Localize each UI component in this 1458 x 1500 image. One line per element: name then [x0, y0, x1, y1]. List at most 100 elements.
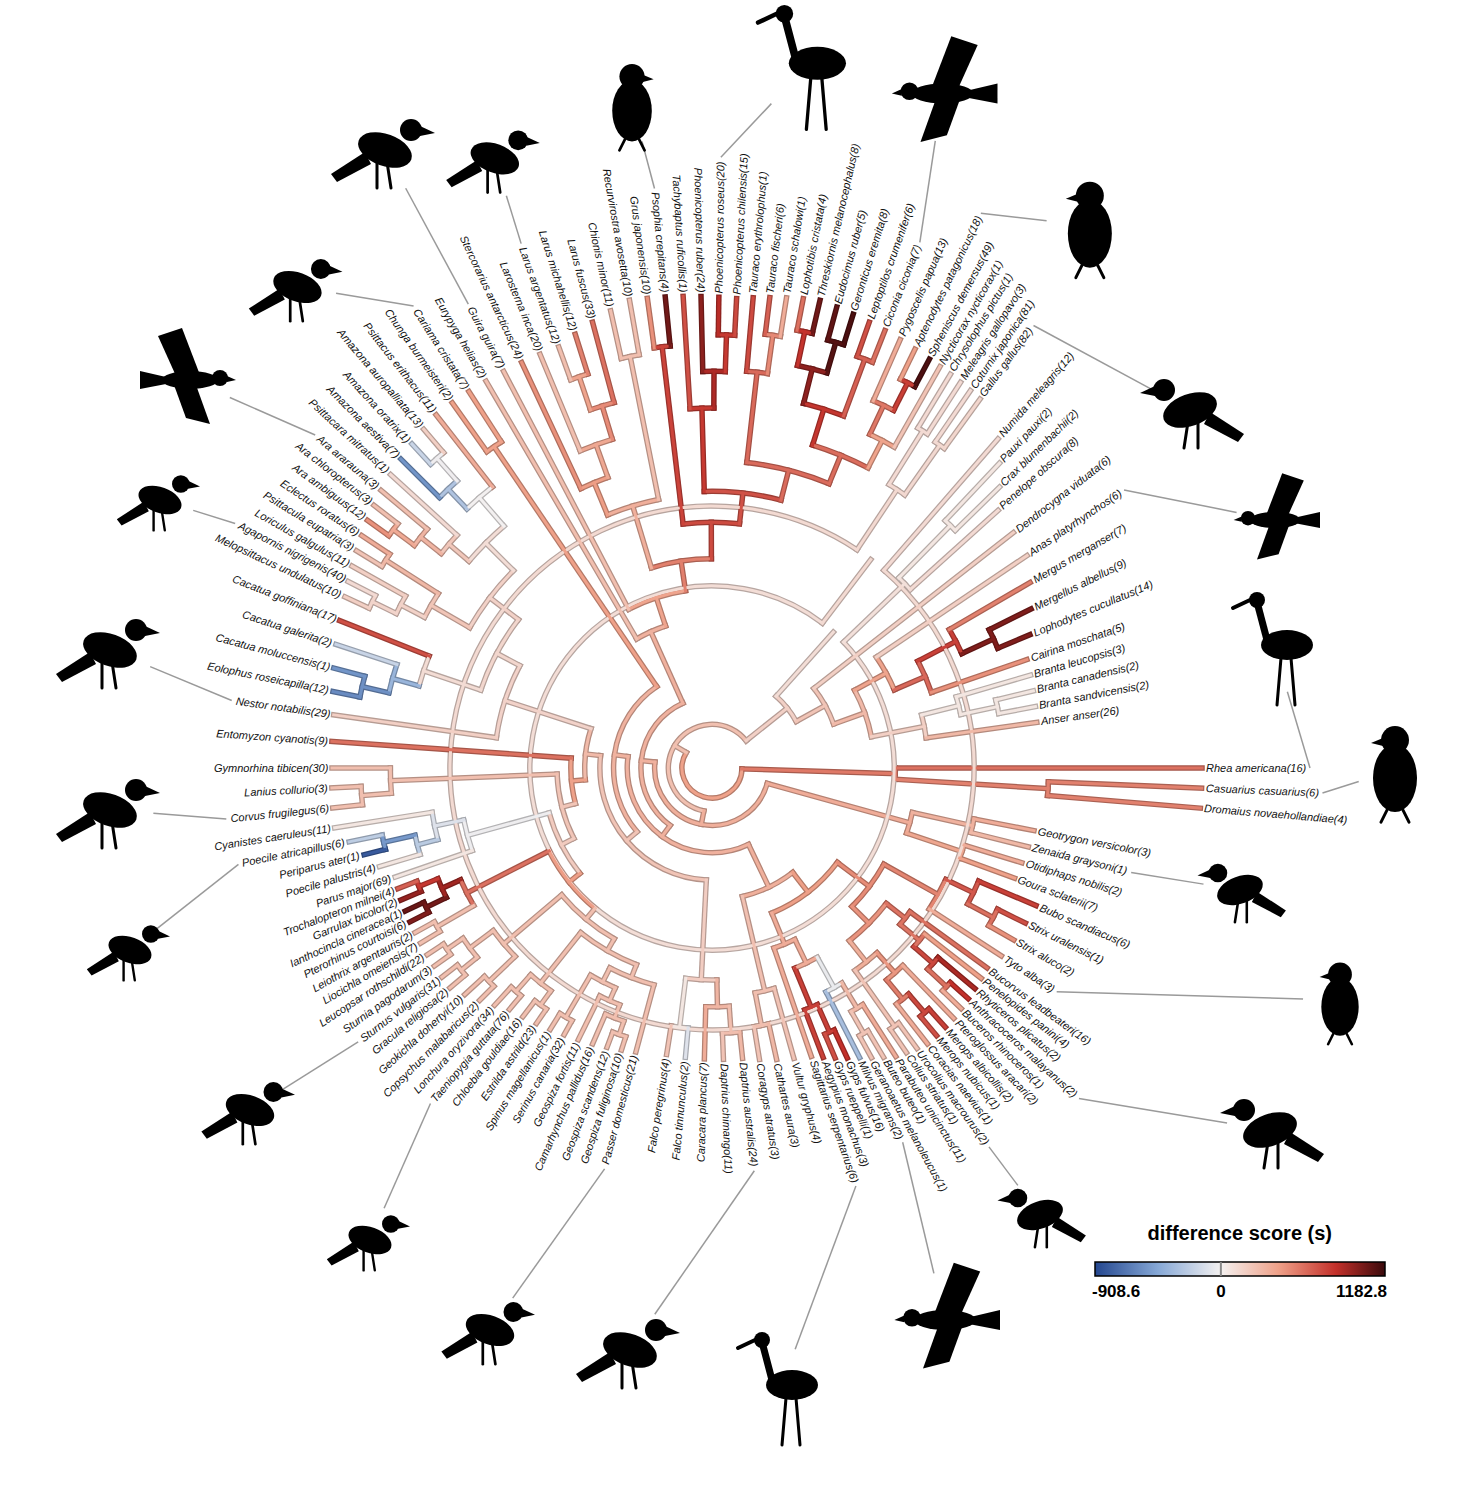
- tree-branch: [464, 820, 472, 851]
- tree-branch: [834, 713, 865, 724]
- branch-outline: [776, 632, 833, 696]
- branch-outline: [849, 904, 886, 941]
- branch-outline: [442, 965, 457, 977]
- branch-outline: [675, 745, 687, 752]
- tree-branch: [497, 653, 520, 665]
- branch-outline: [944, 399, 980, 448]
- branch-outline: [437, 458, 457, 481]
- tree-branch: [415, 835, 420, 854]
- artwork-part: [125, 619, 147, 641]
- branch-outline: [812, 300, 820, 333]
- branch-outline: [550, 1014, 560, 1030]
- branch-outline: [332, 765, 390, 771]
- branch-outline: [627, 832, 637, 841]
- artwork-part: [212, 370, 228, 386]
- tree-branch: [776, 632, 833, 696]
- branch-outline: [754, 1027, 759, 1060]
- artwork-part: [158, 931, 170, 939]
- artwork-part: [1297, 512, 1320, 528]
- colorbar-zero-tick: [1220, 1262, 1222, 1276]
- artwork-part: [264, 1082, 284, 1102]
- tree-branch: [855, 953, 877, 970]
- tree-branch: [569, 873, 580, 882]
- tree-branch: [360, 676, 365, 697]
- tree-branch: [481, 620, 519, 690]
- leader-line: [1131, 873, 1203, 885]
- artwork-part: [481, 1339, 484, 1364]
- branch-outline: [349, 835, 382, 842]
- tree-branch: [470, 931, 493, 948]
- branch-outline: [928, 969, 947, 986]
- bird-silhouette: [1140, 379, 1244, 448]
- artwork-part: [1291, 658, 1295, 705]
- branch-outline: [857, 322, 869, 356]
- tree-branch: [465, 976, 485, 994]
- branch-outline: [767, 335, 772, 373]
- branch-outline: [711, 371, 717, 408]
- branch-outline: [813, 409, 824, 445]
- artwork-part: [1381, 810, 1387, 822]
- branch-outline: [334, 715, 497, 738]
- branch-outline: [685, 1028, 688, 1057]
- tree-branch: [725, 335, 726, 372]
- tree-branch: [682, 753, 742, 798]
- tree-branch: [496, 666, 519, 738]
- artwork-part: [1373, 744, 1417, 812]
- artwork-part: [331, 152, 371, 182]
- tree-branch: [837, 862, 869, 886]
- tree-branch: [401, 891, 421, 900]
- tree-branch: [467, 487, 492, 509]
- tree-branch: [432, 812, 438, 839]
- artwork-part: [1403, 810, 1409, 822]
- tree-branch: [683, 522, 739, 524]
- tree-branch: [962, 639, 994, 654]
- tree-branch: [804, 369, 813, 404]
- artwork-part: [188, 481, 200, 489]
- branch-outline: [886, 904, 905, 919]
- branch-outline: [571, 780, 585, 781]
- tree-branch: [769, 1024, 777, 1060]
- tree-branch: [685, 1028, 688, 1057]
- branch-outline: [374, 505, 398, 523]
- branch-outline: [884, 864, 938, 894]
- tree-branch: [804, 403, 844, 415]
- tree-branch: [747, 298, 753, 371]
- bird-silhouette: [1066, 182, 1112, 278]
- tree-branch: [372, 602, 396, 614]
- tree-branch: [586, 908, 595, 919]
- tree-branch: [382, 835, 385, 849]
- tree-branch: [441, 535, 457, 553]
- tree-branch: [683, 296, 690, 408]
- artwork-part: [492, 1341, 496, 1364]
- tree-branch: [494, 447, 657, 687]
- branch-outline: [480, 986, 494, 1000]
- branch-outline: [332, 786, 361, 788]
- artwork-part: [486, 167, 489, 192]
- branch-outline: [729, 1006, 731, 1032]
- tree-branch: [946, 880, 974, 893]
- artwork-part: [632, 1362, 636, 1388]
- bird-silhouette: [894, 1263, 1000, 1369]
- branch-outline: [610, 968, 654, 985]
- tree-branch: [505, 701, 591, 729]
- artwork-part: [1220, 1106, 1235, 1116]
- branch-outline: [467, 851, 549, 893]
- branch-outline: [989, 926, 1014, 940]
- tree-branch: [425, 594, 439, 618]
- artwork-part: [201, 1112, 237, 1139]
- tree-branch: [798, 332, 805, 366]
- tree-branch: [896, 994, 908, 1004]
- artwork-part: [971, 1310, 1000, 1330]
- tree-branch: [448, 489, 467, 509]
- species-label: Mergus merganser(7): [1030, 522, 1128, 587]
- tree-branch: [586, 754, 601, 756]
- tree-branch: [581, 477, 608, 488]
- tree-branch: [571, 374, 588, 380]
- branch-outline: [641, 761, 655, 762]
- branch-outline: [586, 908, 595, 919]
- branch-outline: [735, 299, 737, 336]
- tree-branch: [593, 1014, 606, 1044]
- tree-branch: [486, 543, 514, 571]
- branch-outline: [611, 311, 622, 359]
- artwork-part: [56, 812, 96, 842]
